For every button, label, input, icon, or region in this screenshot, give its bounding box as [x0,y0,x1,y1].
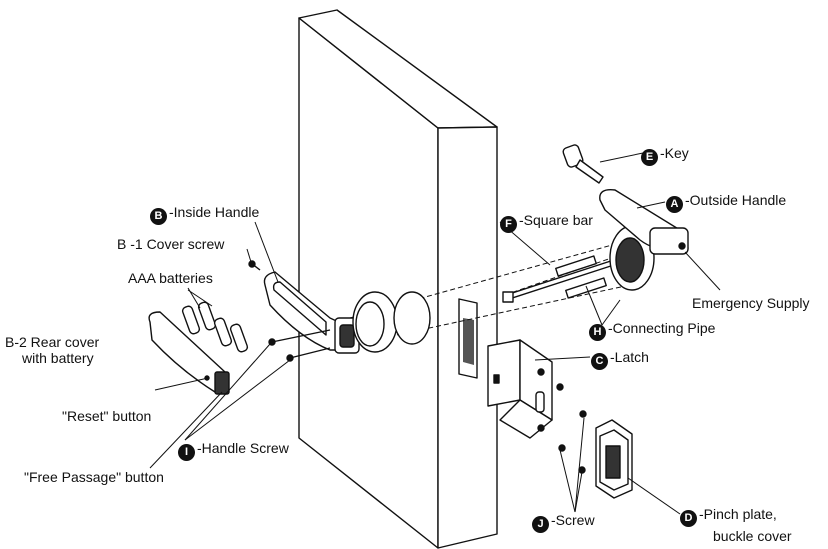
inside-rosette [352,291,431,353]
label-pinch-plate-text: -Pinch plate, [699,506,777,522]
label-rear-cover-line2: with battery [22,350,94,366]
label-outside-handle-text: -Outside Handle [685,192,787,208]
label-screw-text: -Screw [551,512,595,528]
aaa-batteries [181,301,249,353]
label-handle-screw-text: -Handle Screw [197,440,289,456]
label-square-bar: F-Square bar [500,212,593,233]
badge-j: J [532,516,549,533]
badge-c: C [591,353,608,370]
label-latch: C-Latch [591,349,649,370]
outside-handle [599,189,689,291]
label-connecting-pipe: H-Connecting Pipe [589,320,715,341]
label-screw: J-Screw [532,512,595,533]
latch-screws [556,383,587,474]
label-key: E-Key [641,145,689,166]
label-buckle-cover: buckle cover [713,528,792,544]
label-latch-text: -Latch [610,349,649,365]
handle-screws [268,329,331,362]
cover-screw [248,260,261,271]
badge-e: E [641,149,658,166]
connecting-pipes [555,255,607,299]
label-handle-screw: I-Handle Screw [178,440,289,461]
label-pinch-plate: D-Pinch plate, [680,506,777,527]
label-inside-handle: B-Inside Handle [150,204,259,225]
label-rear-cover-line1: B-2 Rear cover [5,334,100,350]
label-connecting-pipe-text: -Connecting Pipe [608,320,716,336]
label-key-text: -Key [660,145,689,161]
label-cover-screw: B -1 Cover screw [117,236,225,252]
badge-a: A [666,196,683,213]
label-reset-button: "Reset" button [62,408,152,424]
label-aaa-batteries: AAA batteries [128,270,213,286]
pinch-plate [595,419,633,499]
label-inside-handle-text: -Inside Handle [169,204,260,220]
rear-cover [148,311,230,395]
badge-d: D [680,510,697,527]
badge-h: H [589,324,606,341]
label-square-bar-text: -Square bar [519,212,593,228]
leader-lines [149,152,721,515]
label-free-passage-button: "Free Passage" button [24,469,164,485]
key [562,144,604,184]
latch [487,339,553,439]
square-bar [502,257,621,303]
door-panel [298,9,498,549]
badge-f: F [500,216,517,233]
label-emergency-supply: Emergency Supply [692,295,810,311]
label-outside-handle: A-Outside Handle [666,192,786,213]
badge-b: B [150,208,167,225]
badge-i: I [178,444,195,461]
